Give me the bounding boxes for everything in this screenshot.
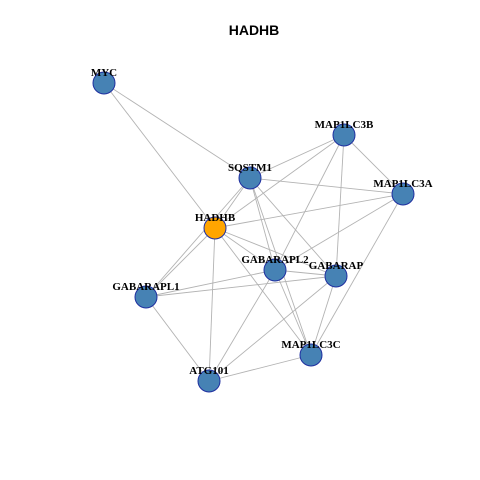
node-map1lc3c[interactable] xyxy=(299,343,323,367)
node-gabarap[interactable] xyxy=(324,264,348,288)
node-gabarapl1[interactable] xyxy=(134,285,158,309)
edge-gabarapl2-map1lc3c xyxy=(274,269,312,356)
edge-hadhb-gabarapl1 xyxy=(145,227,216,298)
edge-gabarap-map1lc3c xyxy=(310,275,337,356)
node-label-gabarapl2: GABARAPL2 xyxy=(241,254,309,266)
edge-map1lc3b-map1lc3a xyxy=(343,134,404,195)
edge-atg101-map1lc3c xyxy=(208,354,312,382)
node-hadhb[interactable] xyxy=(203,216,227,240)
node-myc[interactable] xyxy=(92,71,116,95)
edge-sqstm1-gabarapl1 xyxy=(145,177,251,298)
node-label-hadhb: HADHB xyxy=(195,212,236,224)
edge-gabarapl2-gabarapl1 xyxy=(145,269,276,298)
node-label-map1lc3c: MAP1LC3C xyxy=(281,339,340,351)
node-label-myc: MYC xyxy=(91,67,117,79)
edge-gabarapl2-atg101 xyxy=(208,269,276,382)
node-label-map1lc3b: MAP1LC3B xyxy=(315,119,374,131)
edge-gabarap-atg101 xyxy=(208,275,337,382)
edge-sqstm1-gabarap xyxy=(249,177,337,277)
node-gabarapl2[interactable] xyxy=(263,258,287,282)
edge-hadhb-atg101 xyxy=(208,227,216,382)
edge-gabarap-gabarapl1 xyxy=(145,275,337,298)
edge-sqstm1-gabarapl2 xyxy=(249,177,276,271)
edge-map1lc3b-gabarapl2 xyxy=(274,134,345,271)
node-map1lc3a[interactable] xyxy=(391,182,415,206)
node-map1lc3b[interactable] xyxy=(332,123,356,147)
edge-gabarapl1-atg101 xyxy=(145,296,210,382)
diagram-title: HADHB xyxy=(229,22,280,38)
edge-sqstm1-map1lc3a xyxy=(249,177,404,195)
edge-hadhb-gabarapl2 xyxy=(214,227,276,271)
edge-map1lc3a-gabarapl2 xyxy=(274,193,404,271)
edge-myc-hadhb xyxy=(103,82,216,229)
edge-myc-sqstm1 xyxy=(103,82,251,179)
node-layer xyxy=(92,71,415,393)
edge-map1lc3a-hadhb xyxy=(214,193,404,229)
node-label-gabarap: GABARAP xyxy=(309,260,364,272)
edge-layer xyxy=(103,82,404,382)
node-label-map1lc3a: MAP1LC3A xyxy=(373,178,432,190)
edge-hadhb-map1lc3c xyxy=(214,227,312,356)
edge-map1lc3b-sqstm1 xyxy=(249,134,345,179)
node-atg101[interactable] xyxy=(197,369,221,393)
node-label-atg101: ATG101 xyxy=(189,365,229,377)
edge-map1lc3a-map1lc3c xyxy=(310,193,404,356)
node-label-sqstm1: SQSTM1 xyxy=(228,162,272,174)
edge-hadhb-gabarap xyxy=(214,227,337,277)
node-sqstm1[interactable] xyxy=(238,166,262,190)
node-label-gabarapl1: GABARAPL1 xyxy=(112,281,179,293)
